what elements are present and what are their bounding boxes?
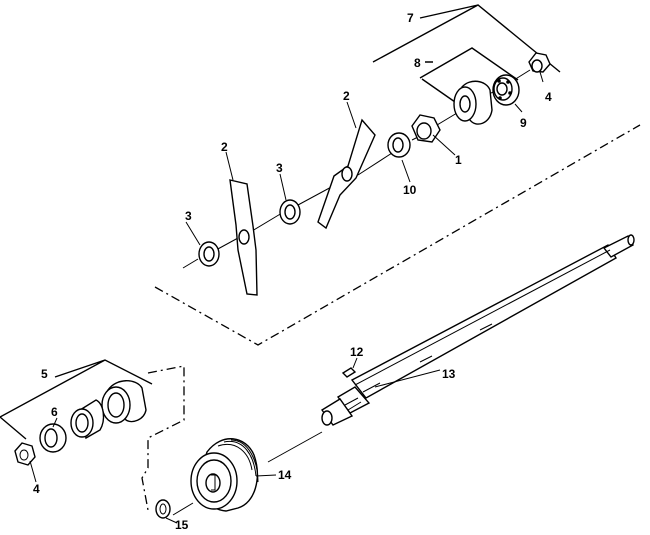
callout-14: 14 [278,468,292,482]
callout-12: 12 [350,345,364,359]
nut-4-bottom [14,442,36,466]
callout-3-center: 3 [276,161,283,175]
key-12 [341,367,357,378]
bracket-7 [372,4,561,73]
callout-4-bottom: 4 [33,482,40,496]
retaining-clip-15 [155,499,171,519]
callout-4-top: 4 [545,90,552,104]
bearing-housing-5 [101,380,147,424]
washer-10 [387,132,411,158]
callout-3-left: 3 [185,209,192,223]
pulley-14 [190,438,259,512]
upper-dash-outline [154,124,641,346]
callout-13: 13 [442,367,456,381]
bearing-9 [492,74,520,106]
nut-4-top [528,52,551,73]
callout-10: 10 [403,183,417,197]
fan-blade-2-right [317,118,376,230]
callout-1: 1 [455,153,462,167]
bracket-8 [419,47,519,103]
bearing-cartridge [70,399,105,440]
upper-axis-line [182,69,531,269]
bearing-housing-8 [453,80,493,125]
callout-7: 7 [407,11,414,25]
bracket-5 [0,359,153,440]
lower-dash-outline [141,365,185,511]
lower-axis-line [172,431,323,516]
callout-5: 5 [41,367,48,381]
callout-8: 8 [414,56,421,70]
callout-6: 6 [51,405,58,419]
washer-6 [39,423,67,453]
fan-blade-2-left [229,179,258,296]
spacer-3-left [198,241,220,267]
callout-2-right: 2 [343,89,350,103]
shaft-13 [320,234,635,426]
callout-15: 15 [175,518,189,532]
spacer-3-center [279,199,301,225]
callout-9: 9 [520,116,527,130]
callout-2-left: 2 [221,140,228,154]
leader-lines [29,71,544,524]
